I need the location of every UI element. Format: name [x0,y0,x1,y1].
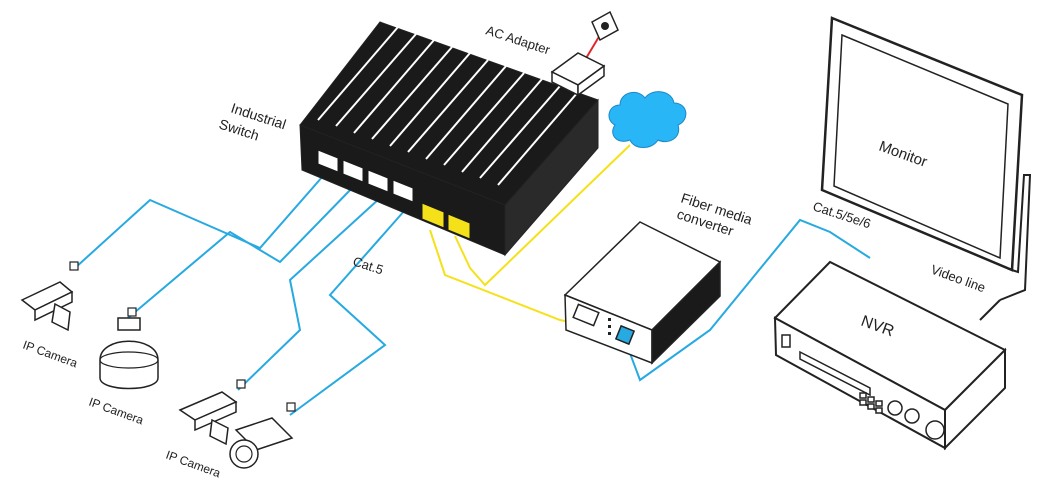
fiber-port-1 [421,202,445,229]
port-3 [367,169,389,193]
label-ip-camera-1: IP Camera [21,338,80,371]
power-outlet-icon [591,10,619,42]
cable-camera-1 [74,167,331,269]
fiber-media-converter [563,221,722,365]
monitor [820,16,1032,321]
cable-nvr-converter [624,218,871,382]
ip-camera-bullet-1 [20,261,79,332]
nvr [773,260,1007,451]
label-cat5: Cat.5 [351,254,385,278]
ac-adapter [550,52,606,97]
industrial-switch [299,21,599,257]
switch-fiber-ports [421,202,471,240]
ip-camera-dome [99,307,159,390]
cable-ac-adapter-outlet [584,34,601,61]
ip-camera-bullet-2 [178,379,246,446]
switch-fins [317,26,579,186]
port-1 [317,149,339,173]
ethernet-cables [74,167,871,416]
cloud-icon [608,91,687,148]
cable-camera-2 [127,184,356,319]
converter-ethernet-port [614,324,636,346]
label-video-line: Video line [929,262,988,296]
cable-camera-4 [289,209,406,416]
label-ip-camera-2: IP Camera [87,395,146,428]
label-ip-camera-3: IP Camera [164,448,223,481]
port-4 [392,179,414,203]
port-2 [342,159,364,183]
cable-camera-3 [237,197,381,391]
label-ac-adapter: AC Adapter [484,23,553,58]
ip-camera-box [229,402,296,469]
cable-fiber-switch-cloud [454,144,631,287]
switch-ethernet-ports [317,149,414,203]
converter-fiber-port [572,303,600,327]
switch-side [504,98,599,257]
fiber-port-2 [447,213,471,240]
